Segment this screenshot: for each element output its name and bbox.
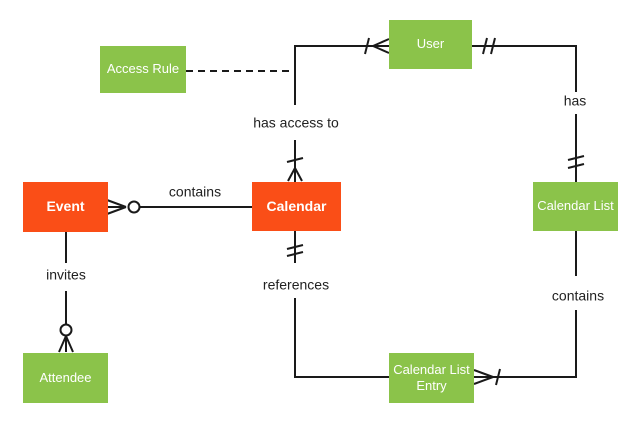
cardinality-one-double-tick-marker [482,37,496,55]
entity-access-rule[interactable]: Access Rule [100,46,186,93]
entity-label: Event [46,198,85,215]
edge-has [472,37,585,182]
entity-label: User [416,36,445,52]
edge-line [474,310,577,378]
entity-user[interactable]: User [389,20,472,69]
edge-has-access-to [286,37,390,182]
edge-contains-event-calendar [106,199,252,215]
cardinality-one-double-tick-marker [286,244,304,257]
entity-label: Calendar List Entry [393,361,470,393]
edge-invites [58,232,74,353]
entity-attendee[interactable]: Attendee [23,353,108,403]
crow-foot-many-marker [106,199,127,215]
relationship-label-has-access-to: has access to [250,114,342,132]
entity-calendar-list-entry[interactable]: Calendar List Entry [389,353,474,403]
cardinality-one-double-tick-marker [567,155,585,169]
edge-references [286,231,389,378]
entity-event[interactable]: Event [23,182,108,232]
edge-contains-list-entry [473,231,577,386]
relationship-label-references: references [259,276,333,294]
crow-foot-many-marker [473,369,494,385]
edge-line [294,45,389,105]
cardinality-one-tick-marker [364,37,370,55]
cardinality-one-tick-marker [286,157,304,163]
relationship-label-contains-2: contains [548,287,608,305]
edge-line [472,45,577,92]
entity-label: Calendar [266,197,327,214]
cardinality-zero-circle-marker [127,200,141,214]
entity-calendar[interactable]: Calendar [252,182,341,231]
cardinality-zero-circle-marker [59,323,73,337]
entity-label: Access Rule [106,61,180,77]
relationship-label-contains: contains [165,183,225,201]
crow-foot-many-marker [58,335,74,353]
entity-label: Attendee [39,369,92,385]
entity-calendar-list[interactable]: Calendar List [533,182,618,231]
edge-line [294,298,389,378]
entity-label: Calendar List [537,198,614,214]
relationship-label-invites: invites [43,266,89,284]
crow-foot-many-marker [372,38,390,54]
relationship-label-has: has [560,92,590,110]
cardinality-one-tick-marker [495,368,501,386]
crow-foot-many-marker [287,167,303,182]
